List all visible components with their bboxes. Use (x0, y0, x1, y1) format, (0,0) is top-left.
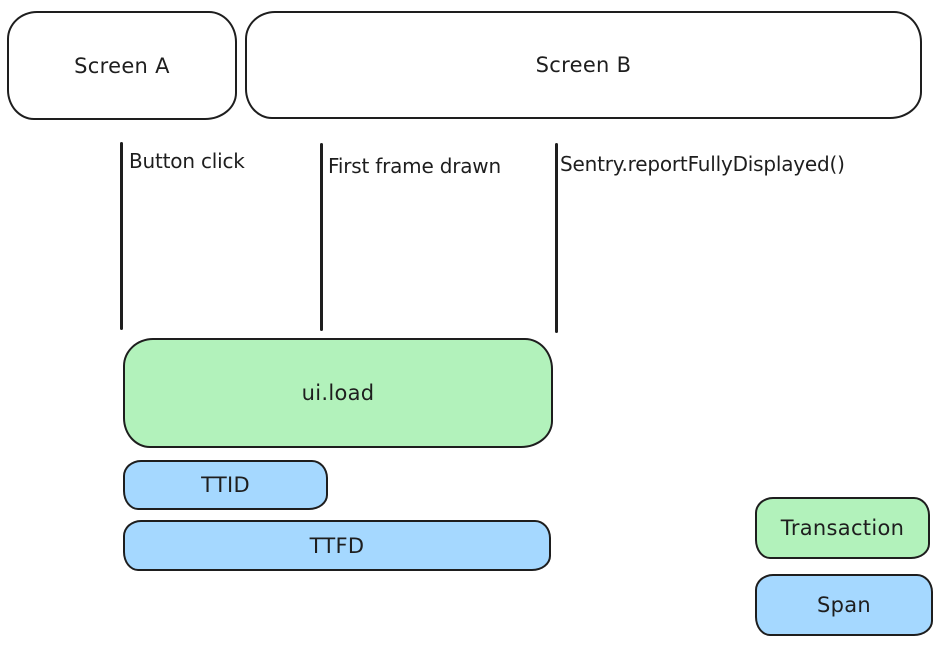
marker-label-button-click: Button click (129, 149, 245, 173)
marker-line-button-click (120, 142, 123, 330)
ttid-label: TTID (201, 473, 250, 497)
screen-a-box: Screen A (7, 11, 237, 120)
marker-line-report-fully-displayed (555, 143, 558, 333)
marker-label-first-frame-drawn: First frame drawn (328, 154, 501, 178)
legend-transaction-label: Transaction (780, 516, 905, 540)
screen-b-box: Screen B (245, 11, 922, 119)
ttid-span-bar: TTID (123, 460, 328, 510)
legend-span-label: Span (816, 593, 872, 617)
legend-transaction-box: Transaction (755, 497, 930, 559)
legend-span-box: Span (755, 574, 933, 636)
ui-load-transaction-bar: ui.load (123, 338, 553, 448)
ui-load-label: ui.load (301, 381, 375, 405)
screen-a-label: Screen A (74, 53, 170, 78)
ttfd-span-bar: TTFD (123, 520, 551, 571)
ttfd-label: TTFD (309, 533, 365, 558)
screen-b-label: Screen B (535, 53, 632, 77)
marker-label-report-fully-displayed: Sentry.reportFullyDisplayed() (560, 152, 845, 176)
marker-line-first-frame-drawn (320, 143, 323, 331)
